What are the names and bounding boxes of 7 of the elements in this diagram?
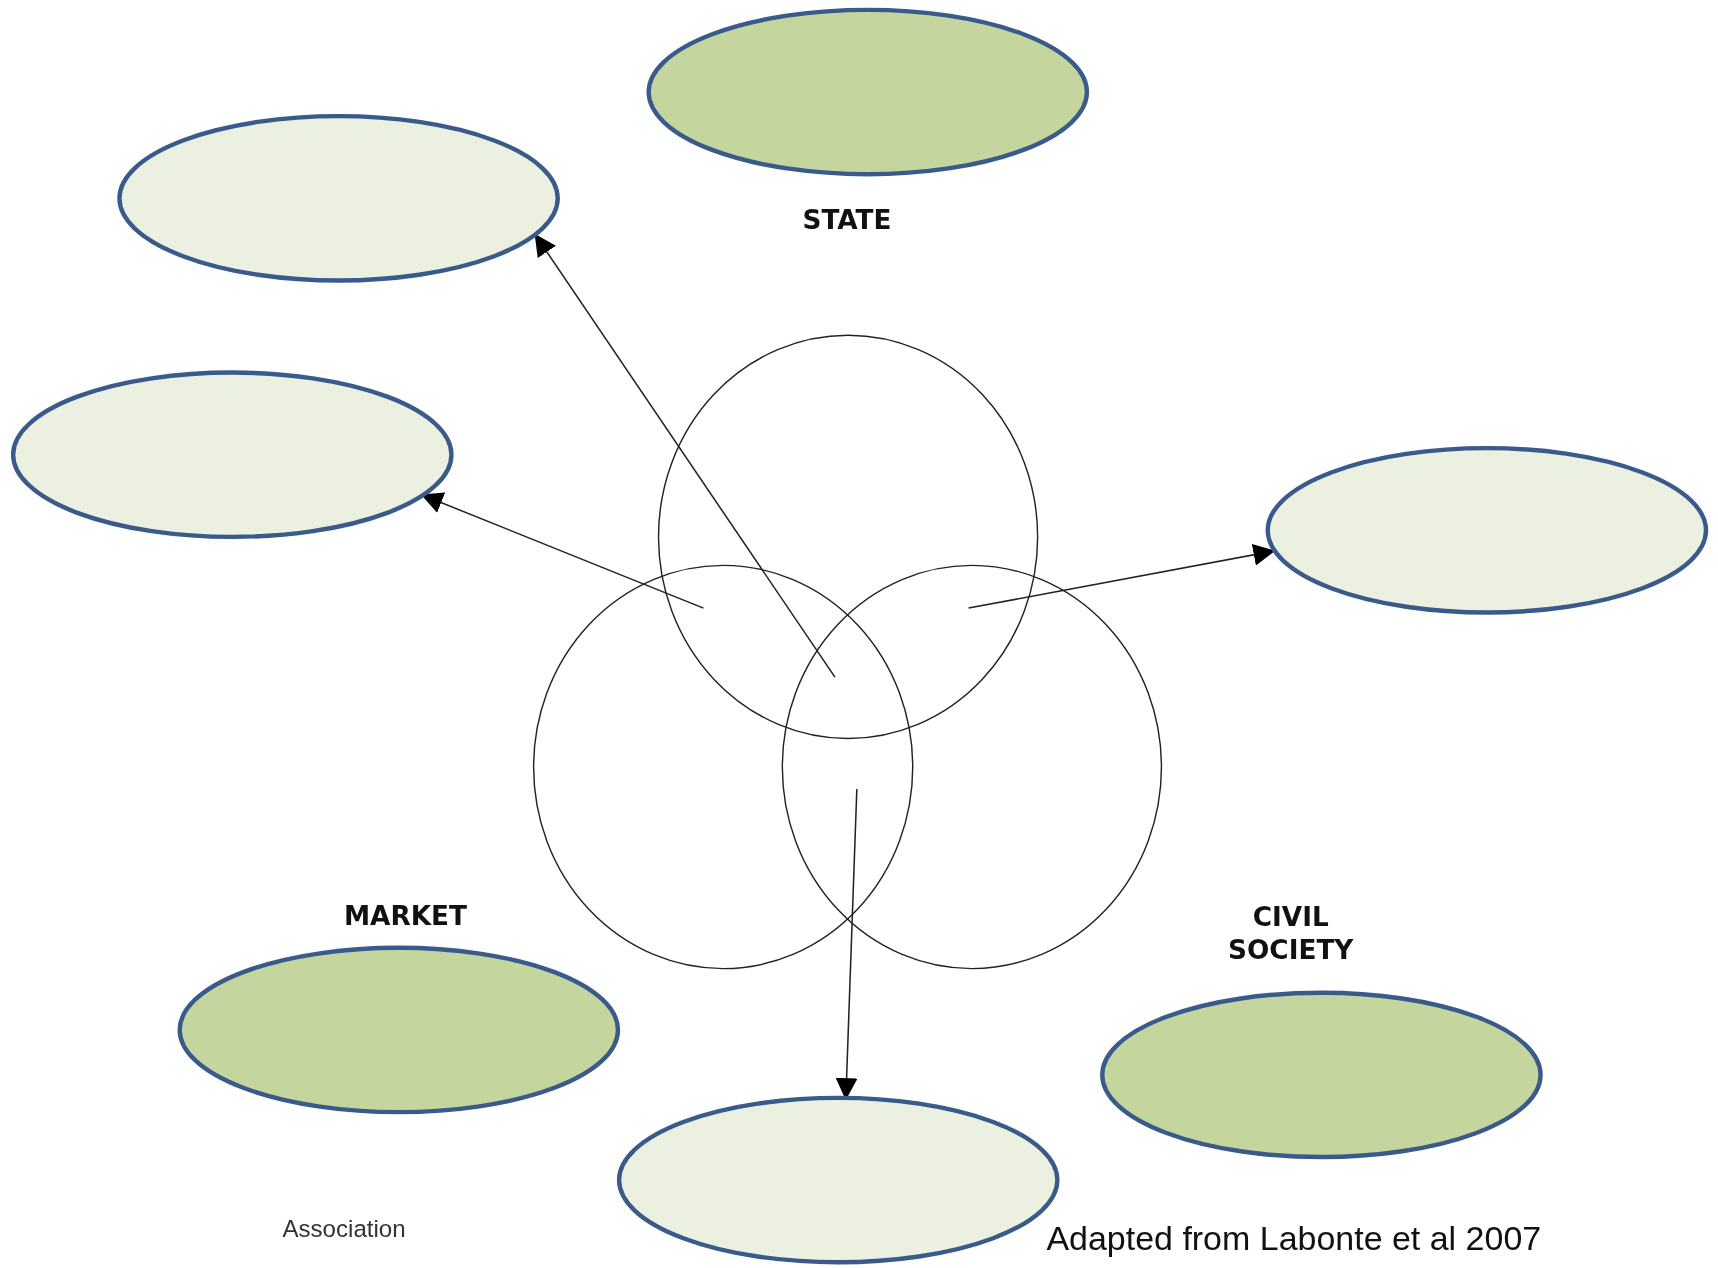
sector-label: MARKET xyxy=(342,899,468,933)
arrow xyxy=(967,544,1276,609)
source-caption: Adapted from Labonte et al 2007 xyxy=(1046,1218,1542,1260)
note-text: Association xyxy=(281,1214,407,1245)
sector-label: STATE xyxy=(801,203,893,237)
sector-label: CIVIL SOCIETY xyxy=(1227,900,1355,967)
arrow xyxy=(534,233,836,678)
